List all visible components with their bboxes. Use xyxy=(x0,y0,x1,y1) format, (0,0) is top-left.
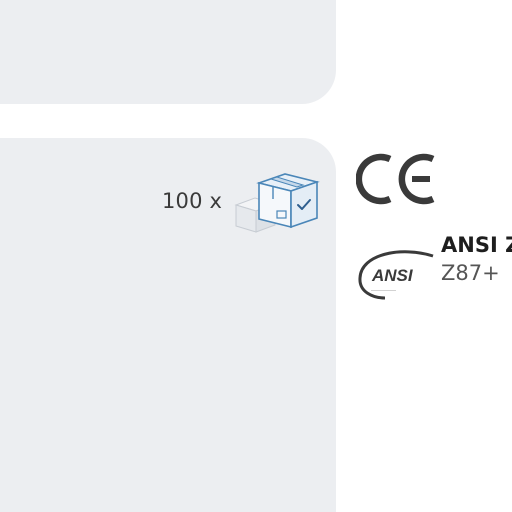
ansi-subtitle: Z87+ xyxy=(441,261,500,285)
ansi-title: ANSI Z xyxy=(441,233,512,257)
quantity-label: 100 x xyxy=(162,189,223,213)
ansi-logo-icon: ANSI ————— xyxy=(355,246,437,300)
svg-text:—————: ————— xyxy=(371,288,396,294)
ce-mark-icon xyxy=(355,150,438,208)
ansi-logo-text: ANSI xyxy=(371,266,414,285)
top-panel xyxy=(0,0,336,104)
boxes-icon xyxy=(233,169,325,235)
